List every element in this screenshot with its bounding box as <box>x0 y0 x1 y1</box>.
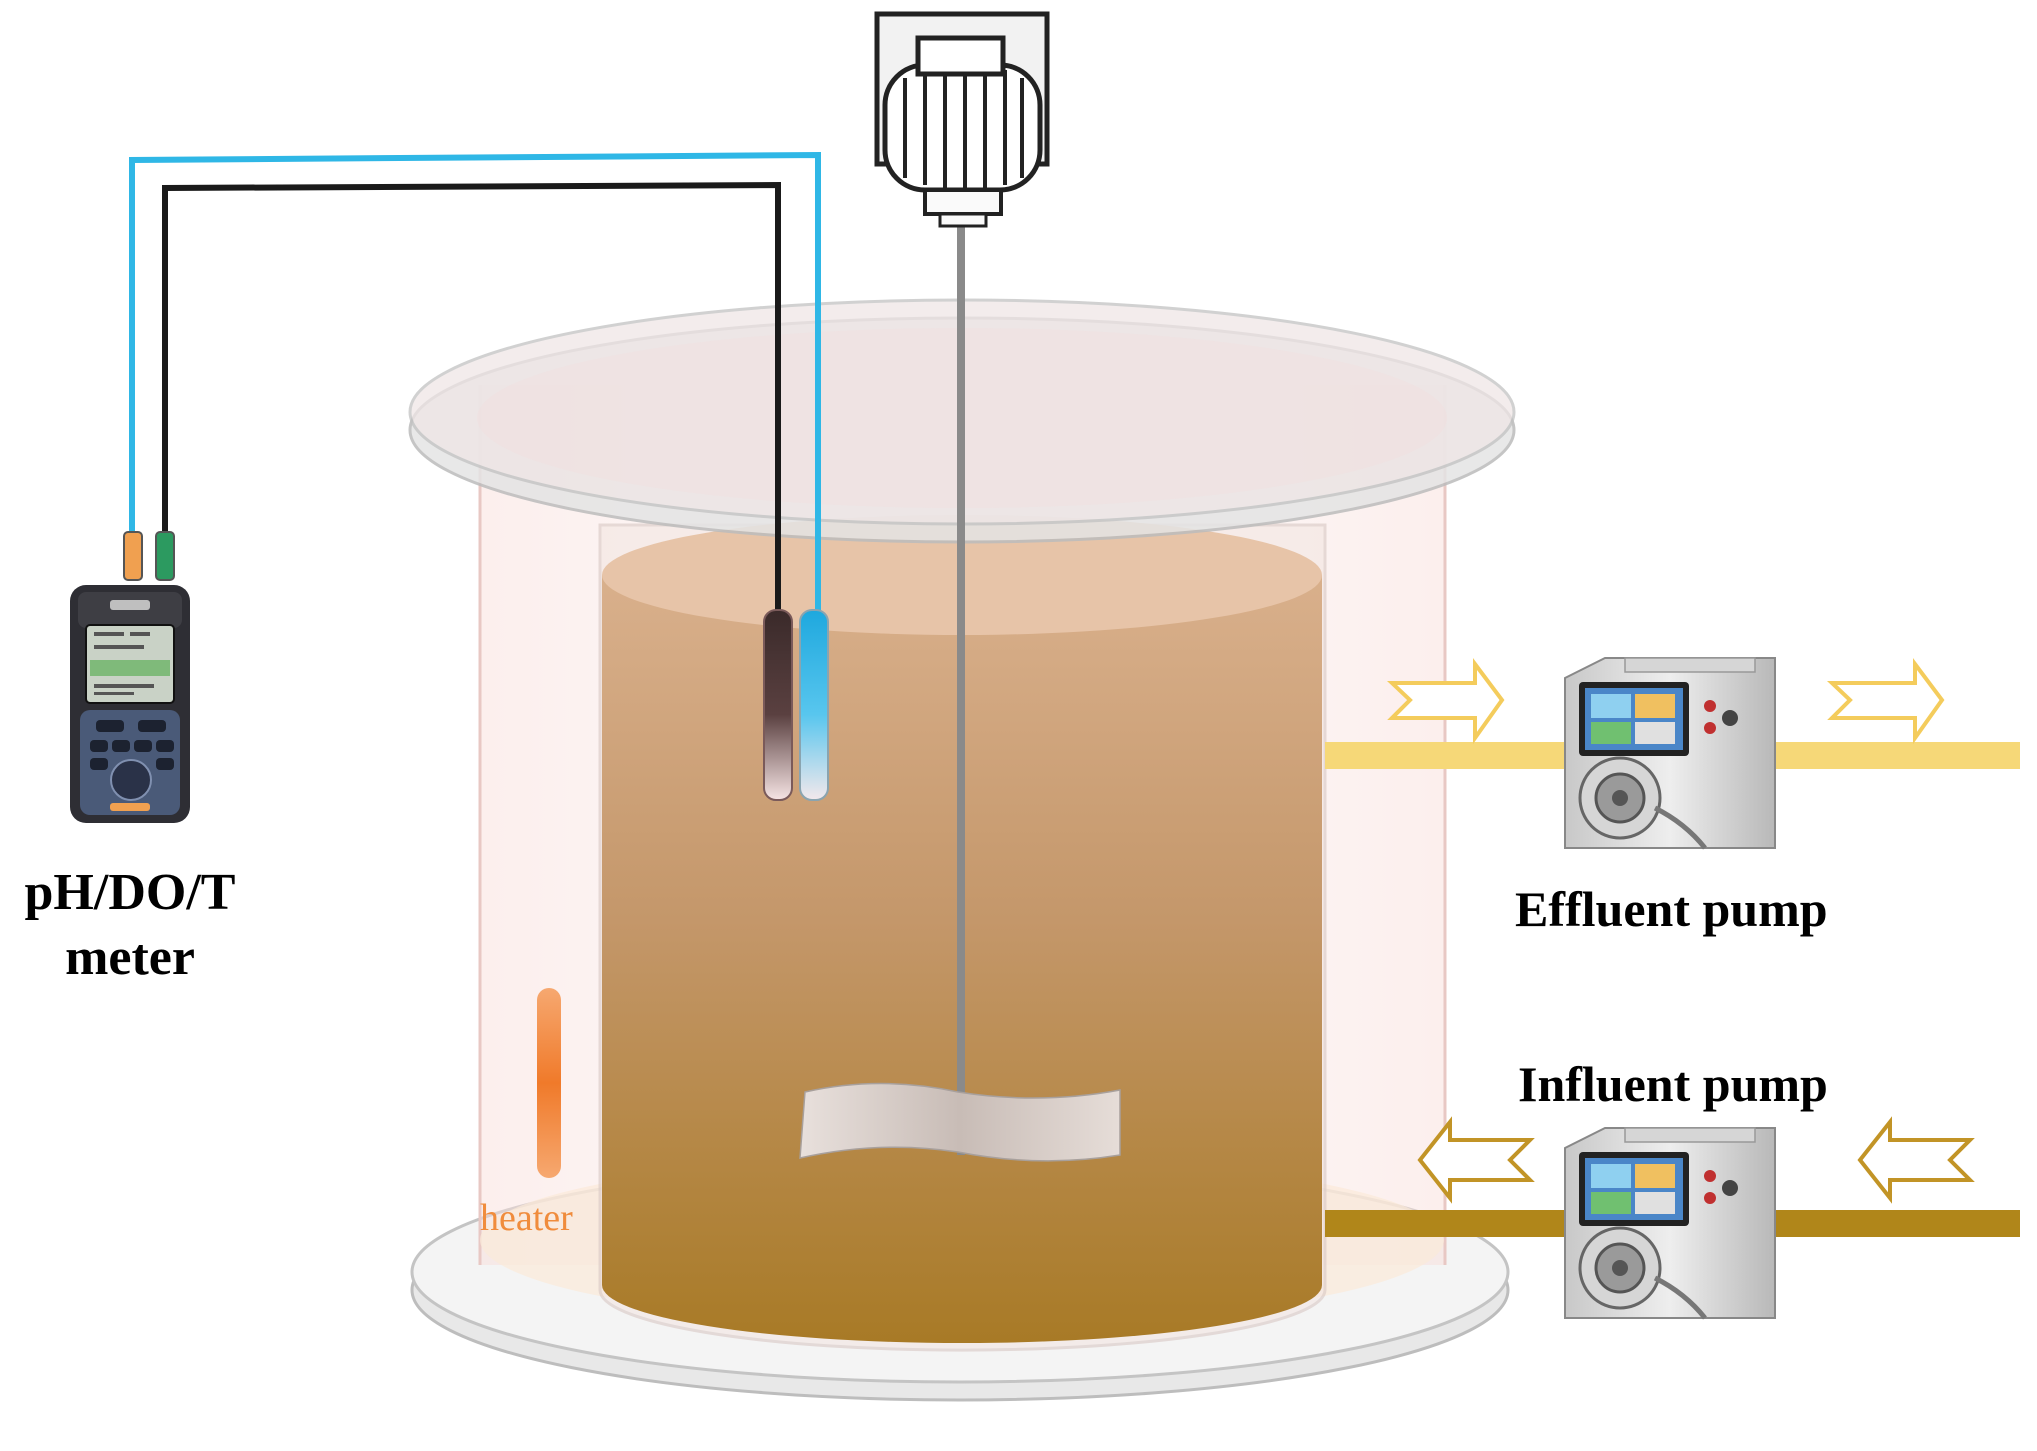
blue-probe <box>799 609 829 801</box>
stirrer-paddle <box>799 1082 1121 1162</box>
heater-element <box>537 988 561 1178</box>
blue-cable <box>129 151 821 610</box>
influent-arrow-left <box>1417 1116 1535 1204</box>
stirrer-shaft <box>957 225 965 1155</box>
effluent-arrow-left <box>1386 658 1505 745</box>
meter-label: pH/DO/T meter <box>0 860 260 990</box>
meter-label-line2: meter <box>65 929 195 986</box>
peristaltic-pump-icon <box>1564 1127 1776 1320</box>
influent-pump <box>1564 1127 1776 1320</box>
meter-label-line1: pH/DO/T <box>24 864 236 921</box>
stirrer-motor-icon <box>874 11 1050 228</box>
black-cable <box>162 181 781 610</box>
black-probe <box>763 609 793 801</box>
stirrer <box>799 225 1121 1162</box>
probe-cables <box>129 151 821 610</box>
effluent-pump <box>1564 657 1776 850</box>
influent-arrow-right <box>1857 1116 1975 1204</box>
heater-label: heater <box>480 1197 573 1239</box>
peristaltic-pump-icon <box>1564 657 1776 850</box>
effluent-arrow-right <box>1826 658 1945 745</box>
handheld-meter-icon <box>70 531 190 823</box>
influent-pump-label: Influent pump <box>1518 1056 1828 1112</box>
effluent-pump-label: Effluent pump <box>1515 881 1828 937</box>
